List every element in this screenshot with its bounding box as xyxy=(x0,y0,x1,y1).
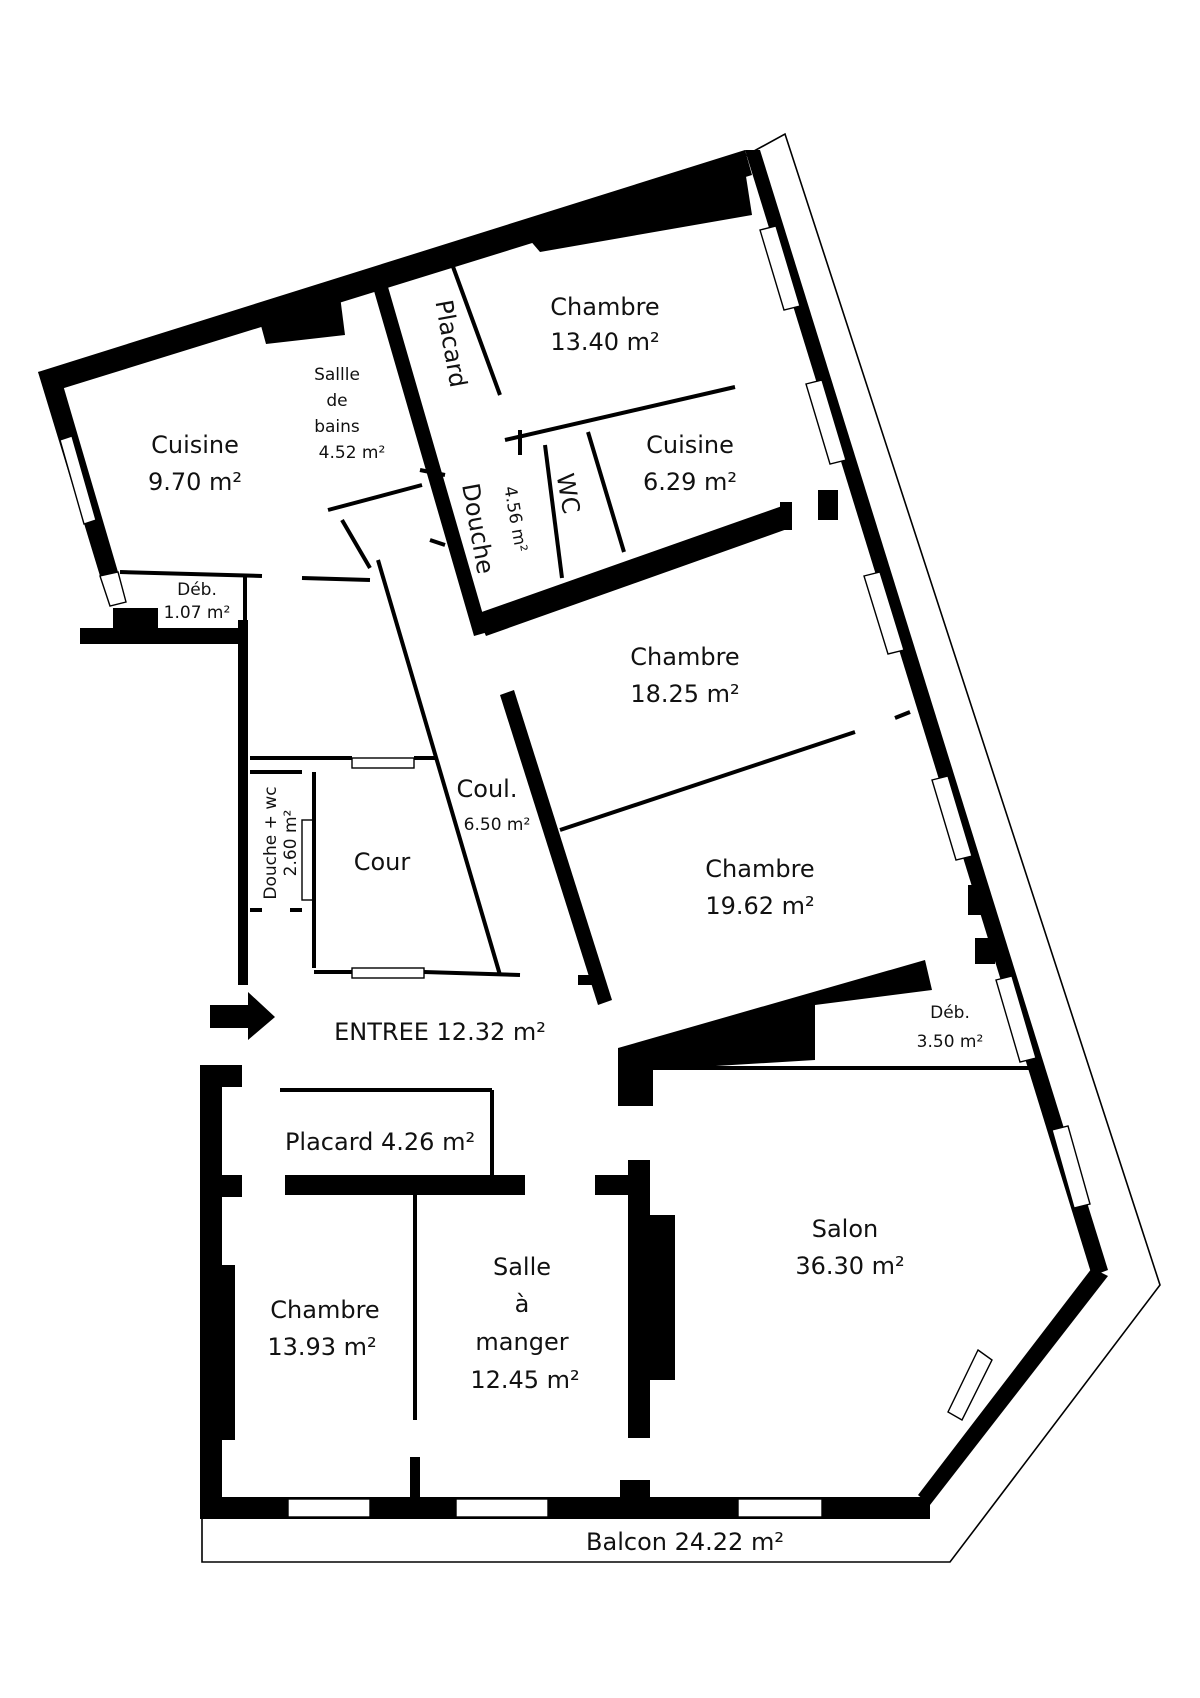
placard-bottom-name: Placard 4.26 m² xyxy=(285,1128,475,1156)
salle-bains-line3: bains xyxy=(314,417,360,437)
deb-left-name: Déb. xyxy=(177,580,217,600)
salle-manger-line2: à xyxy=(515,1290,530,1318)
salle-manger-area: 12.45 m² xyxy=(470,1366,579,1394)
placard-top-name: Placard xyxy=(429,298,472,390)
room-labels: Chambre 13.40 m² Placard Sallle de bains… xyxy=(148,293,983,1556)
interior-walls xyxy=(119,263,1030,1500)
chambre-right-area: 19.62 m² xyxy=(705,892,814,920)
douche-area: 4.56 m² xyxy=(499,485,530,554)
chambre-top-name: Chambre xyxy=(550,293,659,321)
chambre-mid-name: Chambre xyxy=(630,643,739,671)
cuisine-right-name: Cuisine xyxy=(646,431,734,459)
deb-right-name: Déb. xyxy=(930,1003,970,1023)
deb-right-area: 3.50 m² xyxy=(917,1032,984,1052)
cuisine-left-name: Cuisine xyxy=(151,431,239,459)
chambre-right-name: Chambre xyxy=(705,855,814,883)
cour-name: Cour xyxy=(354,848,411,876)
salle-bains-line1: Sallle xyxy=(314,365,360,385)
salle-bains-line2: de xyxy=(326,391,347,411)
cuisine-left-area: 9.70 m² xyxy=(148,468,242,496)
cuisine-right-area: 6.29 m² xyxy=(643,468,737,496)
salon-name: Salon xyxy=(812,1215,879,1243)
salon-area: 36.30 m² xyxy=(795,1252,904,1280)
windows xyxy=(59,225,1091,1518)
salle-manger-line1: Salle xyxy=(493,1253,551,1281)
chambre-bottom-area: 13.93 m² xyxy=(267,1333,376,1361)
couloir-name: Coul. xyxy=(457,775,518,803)
chambre-mid-area: 18.25 m² xyxy=(630,680,739,708)
salle-manger-line3: manger xyxy=(475,1328,568,1356)
wc-name: WC xyxy=(551,471,586,516)
salle-bains-area: 4.52 m² xyxy=(319,443,386,463)
balcony-outline xyxy=(201,132,1161,1563)
deb-left-area: 1.07 m² xyxy=(164,603,231,623)
couloir-area: 6.50 m² xyxy=(464,815,531,835)
entree-name: ENTREE 12.32 m² xyxy=(334,1018,546,1046)
douche-wc-name: Douche + wc xyxy=(261,786,281,899)
entrance-arrow-icon xyxy=(210,992,275,1040)
douche-wc-area: 2.60 m² xyxy=(281,810,301,877)
balcon-name: Balcon 24.22 m² xyxy=(586,1528,784,1556)
chambre-top-area: 13.40 m² xyxy=(550,328,659,356)
chambre-bottom-name: Chambre xyxy=(270,1296,379,1324)
